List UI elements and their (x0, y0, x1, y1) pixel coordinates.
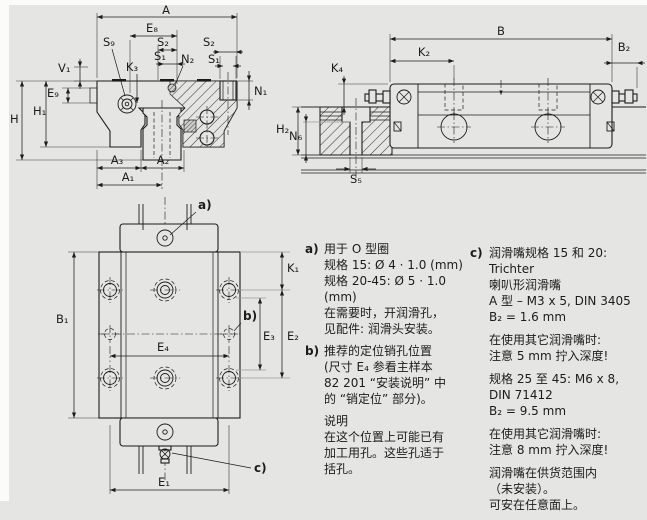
note-line: 规格 20-45: Ø 5 · 1.0 (mm) (324, 274, 446, 304)
note-c-warning-1: 在使用其它润滑嘴时: 注意 5 mm 拧入深度! (470, 332, 647, 364)
note-line: （未安装）。 (489, 482, 556, 496)
page-margin-top (0, 0, 647, 5)
rail-cross-section (319, 98, 393, 178)
note-line: 见配件: 润滑头安装。 (324, 322, 440, 336)
note-line: 加工用孔。这些孔适于 (324, 446, 445, 460)
o-ring-port-bottom (156, 423, 174, 441)
dim-label-E9: E₉ (47, 86, 59, 100)
notes-column-2: c) 润滑嘴规格 15 和 20: Trichter 喇叭形润滑嘴 A 型 – … (470, 245, 647, 520)
top-view-drawing (97, 197, 242, 480)
dim-label-A2: A₂ (157, 153, 169, 167)
grease-nipple-top-view (158, 445, 172, 464)
note-line: 在使用其它润滑嘴时: (489, 333, 602, 347)
top-view: a) b) c) B₁ K₁ E₂ E₃ E₄ E₁ (56, 197, 299, 494)
dim-label-S1-right: S₁ (208, 52, 220, 66)
dim-label-E3: E₃ (263, 329, 275, 343)
note-line: 注意 8 mm 拧入深度! (489, 443, 609, 457)
dim-label-A: A (162, 3, 170, 17)
note-line: B₂ = 9.5 mm (489, 404, 567, 418)
o-ring-port-top (156, 229, 174, 247)
note-c-tag: c) (470, 246, 483, 260)
notes-column-1: a) 用于 O 型圈 规格 15: Ø 4 · 1.0 (mm) 规格 20-4… (305, 241, 470, 483)
note-line: 规格 15: Ø 4 · 1.0 (mm) (324, 258, 463, 272)
dim-label-N1: N₁ (254, 84, 267, 98)
note-line: 在需要时，开润滑孔， (324, 306, 445, 320)
front-view-dimensions: A E₈ S₂ S₁ N₂ S₂ S₁ N₁ (10, 3, 267, 189)
top-view-dimensions: a) b) c) B₁ K₁ E₂ E₃ E₄ E₁ (56, 198, 299, 494)
carriage-rail-section-drawing (89, 72, 238, 189)
note-c-delivery: 润滑嘴在供货范围内 （未安装）。 可安在任意面上。 (470, 465, 647, 513)
note-c-sizes: 规格 25 至 45: M6 x 8, DIN 71412 B₂ = 9.5 m… (470, 371, 647, 419)
dim-label-H: H (10, 112, 19, 126)
dim-label-S2-top: S₂ (157, 35, 169, 49)
note-line: A 型 – M3 x 5, DIN 3405 (489, 294, 631, 308)
dim-label-A1: A₁ (122, 170, 134, 184)
callout-a: a) (198, 198, 212, 212)
carriage-side (364, 78, 638, 149)
end-cap-top (119, 223, 219, 253)
dim-label-S1-top: S₁ (154, 49, 166, 63)
note-line: 润滑嘴在供货范围内 (489, 466, 598, 480)
dim-label-N2: N₂ (181, 52, 194, 66)
note-line: 82 201 “安装说明” 中 (324, 376, 447, 390)
dim-label-S2-right: S₂ (203, 35, 215, 49)
note-b-tag: b) (305, 344, 320, 358)
dim-label-B: B (497, 24, 505, 38)
lube-port-hole (167, 83, 177, 93)
page-margin-left (0, 0, 9, 501)
note-line: 注意 5 mm 拧入深度! (489, 349, 609, 363)
dim-label-E1: E₁ (158, 475, 170, 489)
side-view-dimensions: B K₂ B₂ K₄ H₂ N₆ S₅ (276, 24, 645, 186)
note-line: (尺寸 E₄ 参看主样本 (324, 360, 433, 374)
note-line: DIN 71412 (489, 388, 553, 402)
note-line: 括孔。 (324, 462, 361, 476)
dim-label-K4: K₄ (331, 61, 344, 75)
dim-label-E4: E₄ (157, 340, 169, 354)
note-line: 的 “销定位” 部分)。 (324, 392, 433, 406)
dim-label-S9: S₉ (103, 35, 115, 49)
side-view: B K₂ B₂ K₄ H₂ N₆ S₅ (276, 24, 646, 186)
cap-screw-right (590, 89, 606, 105)
front-cross-section-view: A E₈ S₂ S₁ N₂ S₂ S₁ N₁ (10, 3, 267, 189)
dim-label-E2: E₂ (287, 329, 299, 343)
note-c-warning-2: 在使用其它润滑嘴时: 注意 8 mm 拧入深度! (470, 426, 647, 458)
dim-label-N6: N₆ (289, 129, 303, 143)
note-line: 可安在任意面上。 (489, 498, 586, 512)
dim-label-H2: H₂ (276, 122, 289, 136)
cap-screw-left (396, 89, 412, 105)
grease-nipple-right (611, 89, 638, 104)
note-line: 在使用其它润滑嘴时: (489, 427, 602, 441)
note-line: 喇叭形润滑嘴 (489, 278, 562, 292)
note-line: 在这个位置上可能已有 (324, 430, 445, 444)
note-line: 推荐的定位销孔位置 (324, 344, 433, 358)
note-line: 用于 O 型圈 (324, 242, 390, 256)
dim-label-B2: B₂ (618, 40, 631, 54)
seal-section (183, 119, 197, 133)
note-a-tag: a) (305, 242, 319, 256)
note-b: b) 推荐的定位销孔位置 (尺寸 E₄ 参看主样本 82 201 “安装说明” … (305, 343, 470, 407)
dim-label-V1: V₁ (58, 61, 70, 75)
note-c: c) 润滑嘴规格 15 和 20: Trichter 喇叭形润滑嘴 A 型 – … (470, 245, 647, 325)
dim-label-K1: K₁ (287, 261, 299, 275)
dim-label-A3: A₃ (111, 153, 124, 167)
callout-c: c) (254, 461, 267, 475)
carriage-body-top (98, 251, 241, 419)
dim-label-E8: E₈ (146, 21, 158, 35)
dim-label-K2: K₂ (418, 45, 430, 59)
grease-nipple-left (364, 89, 391, 104)
dim-label-K3: K₃ (126, 60, 139, 74)
dim-label-H1: H₁ (33, 104, 46, 118)
grease-nipple-front (117, 94, 137, 114)
end-cap-bottom (119, 417, 219, 447)
note-line: 润滑嘴规格 15 和 20: Trichter (489, 246, 608, 276)
mounting-holes (97, 277, 242, 391)
note-line: 说明 (324, 414, 349, 428)
dim-label-B1: B₁ (56, 312, 69, 326)
note-line: B₂ = 1.6 mm (489, 310, 567, 324)
note-line: 规格 25 至 45: M6 x 8, (489, 372, 620, 386)
callout-b: b) (243, 309, 257, 323)
dim-label-S5: S₅ (350, 172, 362, 186)
note-a: a) 用于 O 型圈 规格 15: Ø 4 · 1.0 (mm) 规格 20-4… (305, 241, 470, 337)
note-remark: 说明 在这个位置上可能已有 加工用孔。这些孔适于 括孔。 (305, 413, 470, 477)
